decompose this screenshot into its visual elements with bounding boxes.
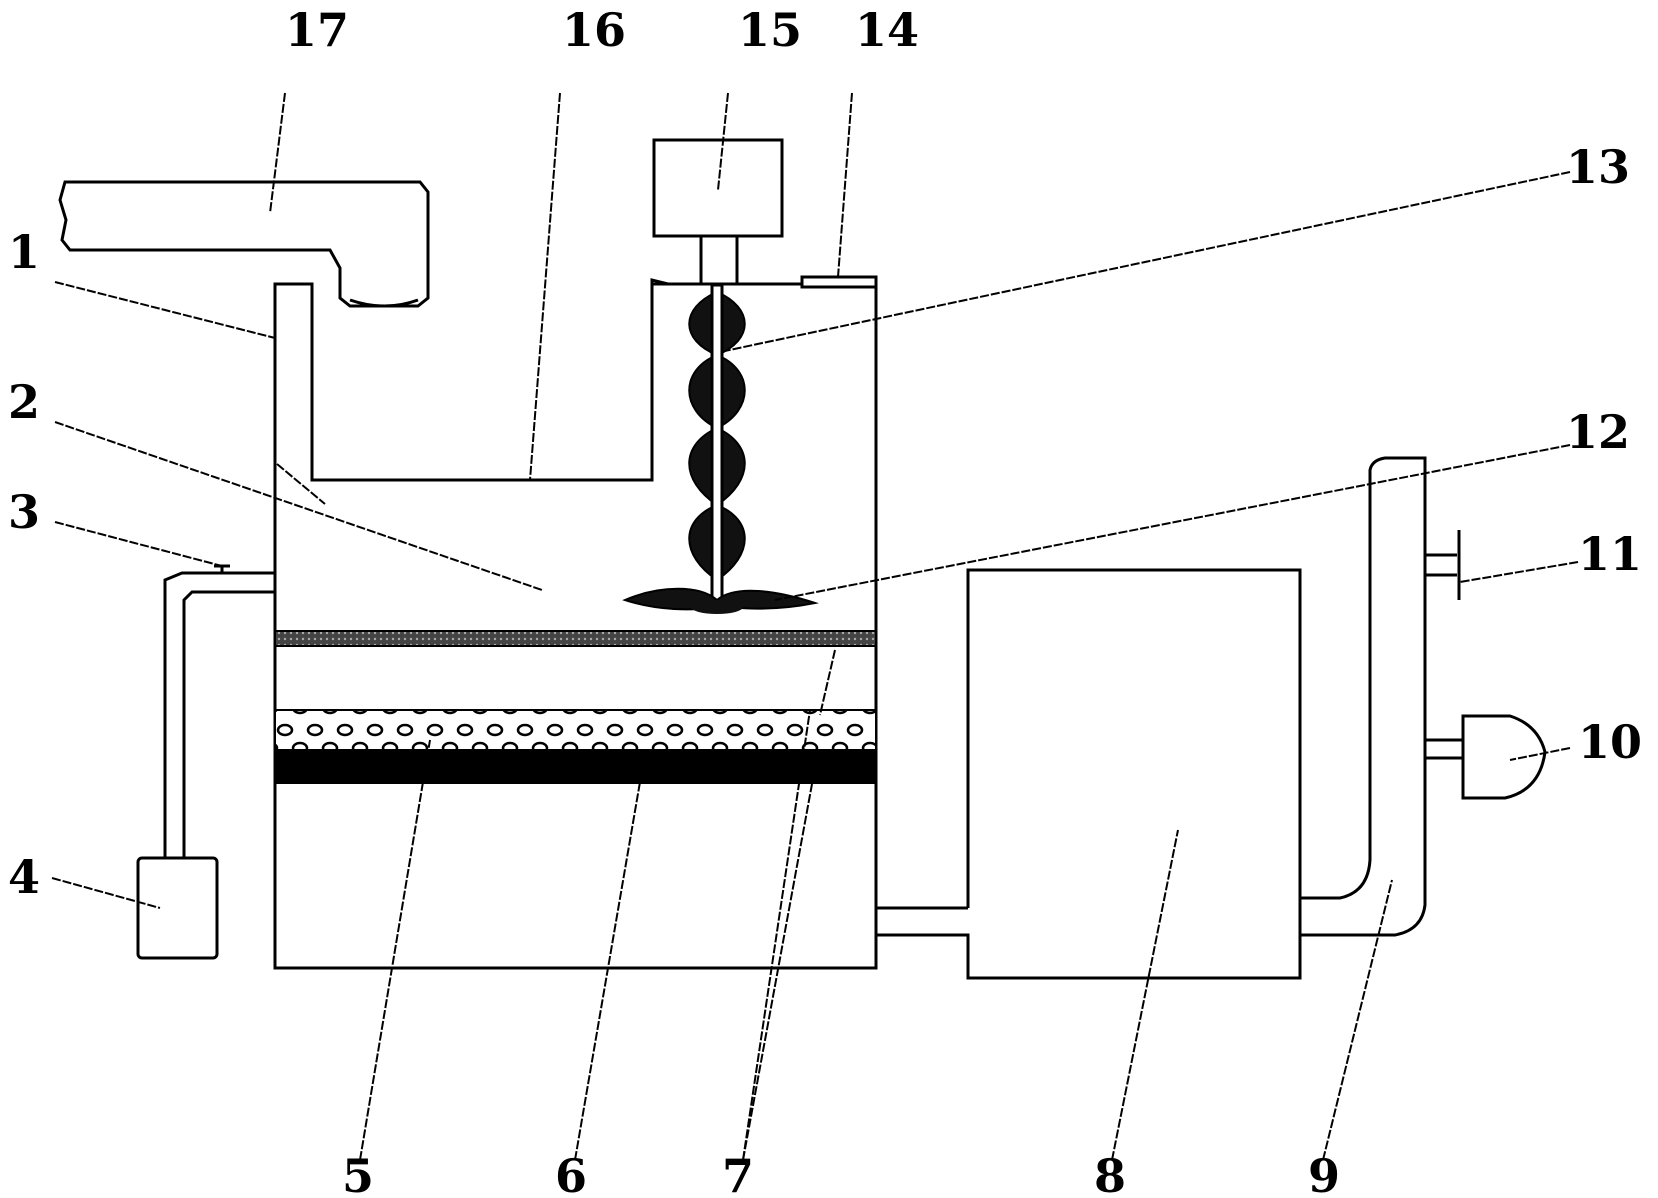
faucet-pipe bbox=[58, 180, 430, 308]
label-6: 6 bbox=[555, 1149, 587, 1198]
pebble-filter-layer bbox=[274, 709, 877, 751]
main-tank bbox=[273, 282, 878, 970]
label-2: 2 bbox=[8, 375, 40, 429]
label-11: 11 bbox=[1578, 527, 1642, 581]
lower-connecting-pipe bbox=[874, 933, 970, 968]
dotted-membrane-layer bbox=[274, 630, 877, 647]
leader-lines bbox=[51, 92, 1579, 1161]
label-17: 17 bbox=[285, 3, 349, 57]
stirring-shaft bbox=[710, 283, 724, 605]
label-14: 14 bbox=[855, 3, 919, 57]
outlet-pipe-outer bbox=[1300, 456, 1427, 937]
faucet-nozzle bbox=[349, 298, 419, 308]
label-4: 4 bbox=[8, 850, 40, 904]
collection-bottle bbox=[136, 856, 219, 960]
label-10: 10 bbox=[1578, 715, 1642, 769]
treatment-unit bbox=[966, 568, 1302, 980]
label-9: 9 bbox=[1308, 1149, 1340, 1198]
lid-plate bbox=[800, 275, 878, 289]
label-7: 7 bbox=[722, 1149, 754, 1198]
switch bbox=[1425, 530, 1461, 600]
label-1: 1 bbox=[8, 225, 40, 279]
label-5: 5 bbox=[342, 1149, 374, 1198]
outlet-pipe bbox=[1300, 456, 1410, 900]
impeller-hub bbox=[691, 600, 743, 614]
tank-rim bbox=[650, 278, 669, 286]
label-16: 16 bbox=[562, 3, 626, 57]
label-3: 3 bbox=[8, 485, 40, 539]
label-15: 15 bbox=[738, 3, 802, 57]
pump-body bbox=[1461, 714, 1547, 800]
motor-neck bbox=[699, 236, 739, 284]
pump-stub bbox=[1425, 738, 1463, 760]
label-13: 13 bbox=[1566, 140, 1630, 194]
black-filter-layer bbox=[275, 750, 876, 784]
label-8: 8 bbox=[1094, 1149, 1126, 1198]
side-tube bbox=[163, 571, 275, 858]
label-12: 12 bbox=[1566, 405, 1630, 459]
